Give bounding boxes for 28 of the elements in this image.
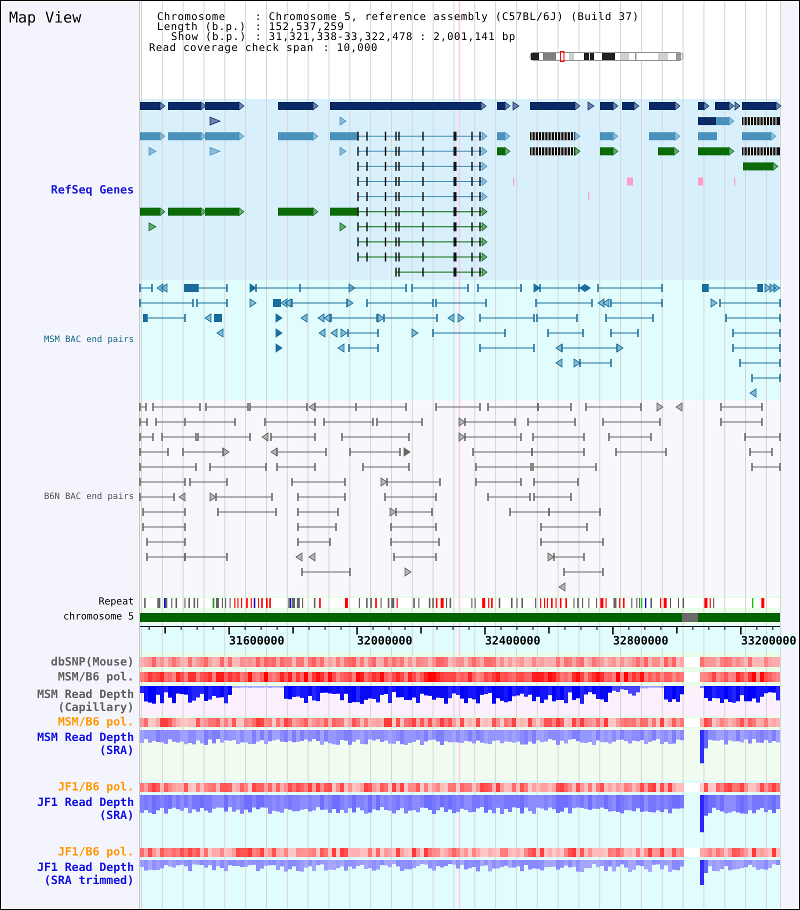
axis-tick-label: 32400000 bbox=[485, 634, 540, 648]
info-value: : 152,537,259 bbox=[255, 22, 344, 32]
info-label: Read coverage check span bbox=[149, 42, 314, 52]
track-label: RefSeq Genes bbox=[50, 183, 134, 197]
track-label: JF1 Read Depth (SRA trimmed) bbox=[36, 860, 134, 887]
track-label: JF1/B6 pol. bbox=[58, 780, 134, 794]
track-label: MSM BAC end pairs bbox=[44, 334, 134, 346]
track-label: MSM/B6 pol. bbox=[58, 670, 134, 684]
track-label: JF1 Read Depth (SRA) bbox=[36, 795, 134, 822]
info-label: Show (b.p.) bbox=[171, 32, 246, 42]
track-label: chromosome 5 bbox=[63, 611, 134, 623]
axis-tick-label: 33200000 bbox=[741, 634, 796, 648]
track-label: JF1/B6 pol. bbox=[58, 846, 134, 859]
view-title: Map View bbox=[9, 9, 82, 27]
track-label: MSM Read Depth (Capillary) bbox=[36, 687, 134, 714]
axis-tick-label: 31600000 bbox=[229, 634, 284, 648]
info-label: Chromosome bbox=[157, 12, 226, 22]
track-label: dbSNP(Mouse) bbox=[50, 655, 134, 669]
track-label: MSM/B6 pol. bbox=[58, 716, 134, 729]
axis-tick-label: 32800000 bbox=[613, 634, 668, 648]
info-label: Length (b.p.) bbox=[157, 22, 246, 32]
track-label: B6N BAC end pairs bbox=[44, 492, 134, 502]
track-label: MSM Read Depth (SRA) bbox=[36, 730, 134, 757]
track-label: Repeat bbox=[98, 596, 134, 608]
info-value: : 31,321,338-33,322,478 : 2,001,141 bp bbox=[255, 32, 516, 42]
info-value: : Chromosome 5, reference assembly (C57BL/6J) (Build 37) bbox=[255, 12, 640, 22]
info-value: : 10,000 bbox=[323, 42, 378, 52]
axis-tick-label: 32000000 bbox=[357, 634, 412, 648]
